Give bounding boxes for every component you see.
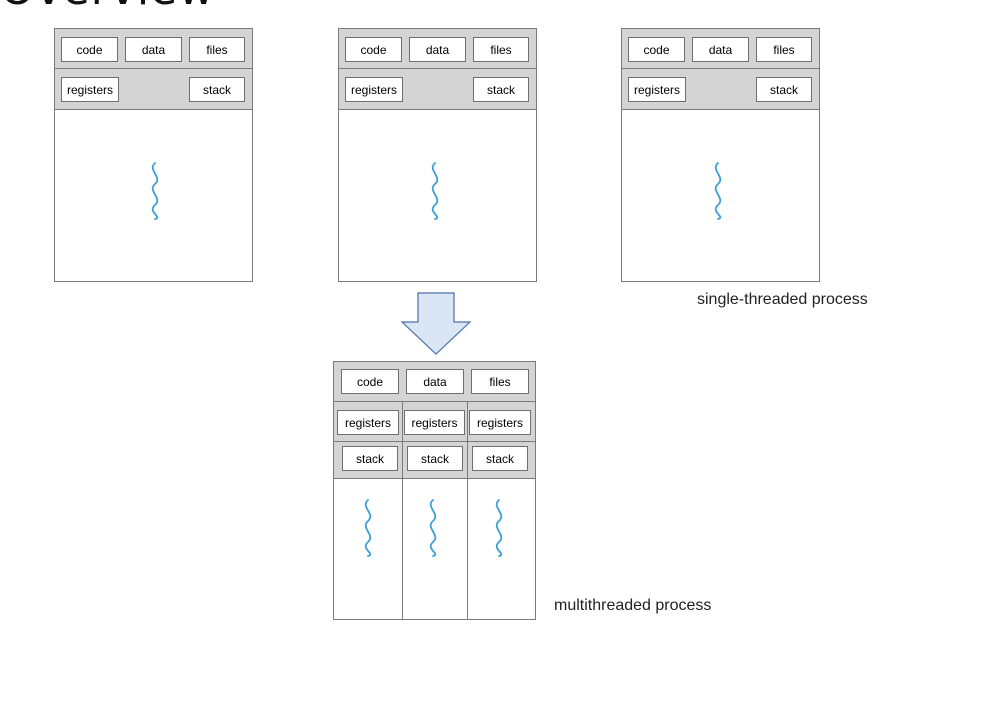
single-threaded-process-3: code data files registers stack	[621, 28, 820, 282]
thread-2-registers-box: registers	[404, 410, 465, 435]
thread-divider	[467, 402, 468, 619]
registers-box: registers	[345, 77, 403, 102]
slide-title-text: Overview	[0, 0, 215, 12]
registers-box: registers	[628, 77, 686, 102]
thread-1-registers-box: registers	[337, 410, 399, 435]
thread-divider	[402, 402, 403, 619]
slide-title: Overview	[0, 0, 260, 12]
code-box: code	[61, 37, 118, 62]
thread-3-icon	[495, 499, 503, 557]
files-box: files	[473, 37, 529, 62]
thread-1-icon	[364, 499, 372, 557]
thread-icon	[151, 162, 159, 220]
thread-1-stack-box: stack	[342, 446, 398, 471]
single-threaded-caption: single-threaded process	[697, 291, 868, 308]
stack-box: stack	[189, 77, 245, 102]
multithreaded-process: code data files registers registers regi…	[333, 361, 536, 620]
code-box: code	[341, 369, 399, 394]
thread-2-stack-box: stack	[407, 446, 463, 471]
single-threaded-process-2: code data files registers stack	[338, 28, 537, 282]
files-box: files	[756, 37, 812, 62]
stack-box: stack	[473, 77, 529, 102]
code-box: code	[628, 37, 685, 62]
data-box: data	[125, 37, 182, 62]
files-box: files	[189, 37, 245, 62]
code-box: code	[345, 37, 402, 62]
data-box: data	[409, 37, 466, 62]
thread-3-stack-box: stack	[472, 446, 528, 471]
data-box: data	[406, 369, 464, 394]
thread-3-registers-box: registers	[469, 410, 531, 435]
multithreaded-caption: multithreaded process	[554, 597, 712, 614]
thread-icon	[714, 162, 722, 220]
transform-arrow-icon	[400, 292, 472, 355]
thread-icon	[431, 162, 439, 220]
stack-box: stack	[756, 77, 812, 102]
data-box: data	[692, 37, 749, 62]
registers-box: registers	[61, 77, 119, 102]
thread-2-icon	[429, 499, 437, 557]
files-box: files	[471, 369, 529, 394]
single-threaded-process-1: code data files registers stack	[54, 28, 253, 282]
